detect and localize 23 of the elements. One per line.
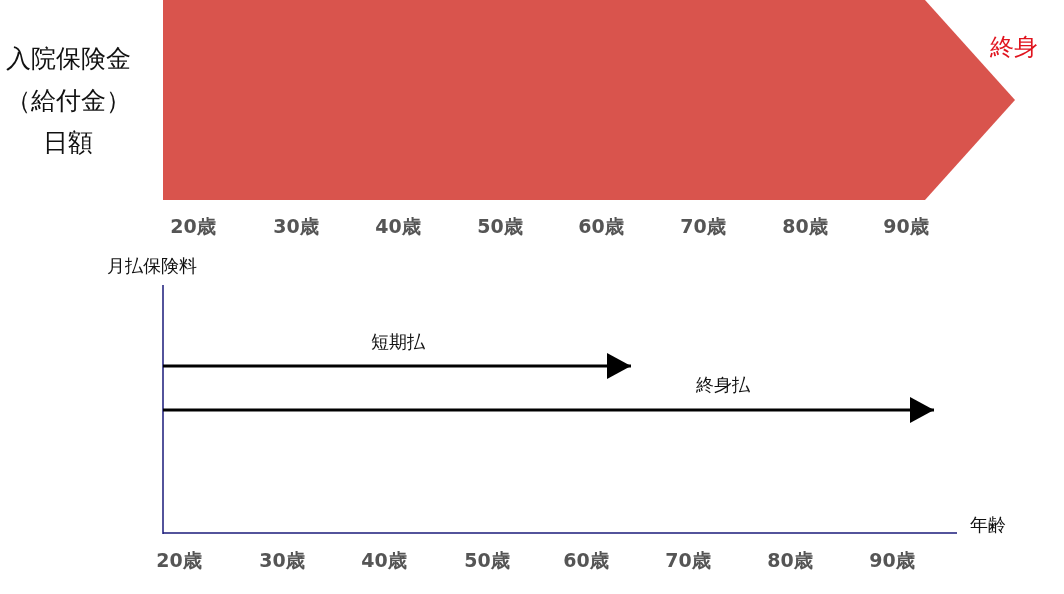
coverage-band — [163, 0, 1015, 200]
tick-label: 70歳 — [664, 549, 712, 572]
tick-label: 90歳 — [868, 549, 916, 572]
tick-label: 80歳 — [781, 215, 829, 238]
arrow-label: 終身払 — [695, 374, 751, 396]
arrow-label: 短期払 — [370, 331, 426, 353]
tick-label: 80歳 — [766, 549, 814, 572]
tick-label: 30歳 — [272, 215, 320, 238]
tick-label: 40歳 — [374, 215, 422, 238]
axis-label: 年齢 — [970, 514, 1006, 536]
tick-label: 70歳 — [679, 215, 727, 238]
tick-label: 60歳 — [562, 549, 610, 572]
band-end-label: 終身 — [990, 33, 1038, 62]
tick-label: 20歳 — [155, 549, 203, 572]
tick-label: 30歳 — [258, 549, 306, 572]
tick-label: 60歳 — [577, 215, 625, 238]
tick-label: 50歳 — [463, 549, 511, 572]
row-label: 入院保険金（給付金）日額 — [4, 43, 132, 159]
tick-label: 50歳 — [476, 215, 524, 238]
axis-label: 月払保険料 — [107, 255, 197, 277]
tick-label: 40歳 — [360, 549, 408, 572]
tick-label: 90歳 — [882, 215, 930, 238]
tick-label: 20歳 — [169, 215, 217, 238]
